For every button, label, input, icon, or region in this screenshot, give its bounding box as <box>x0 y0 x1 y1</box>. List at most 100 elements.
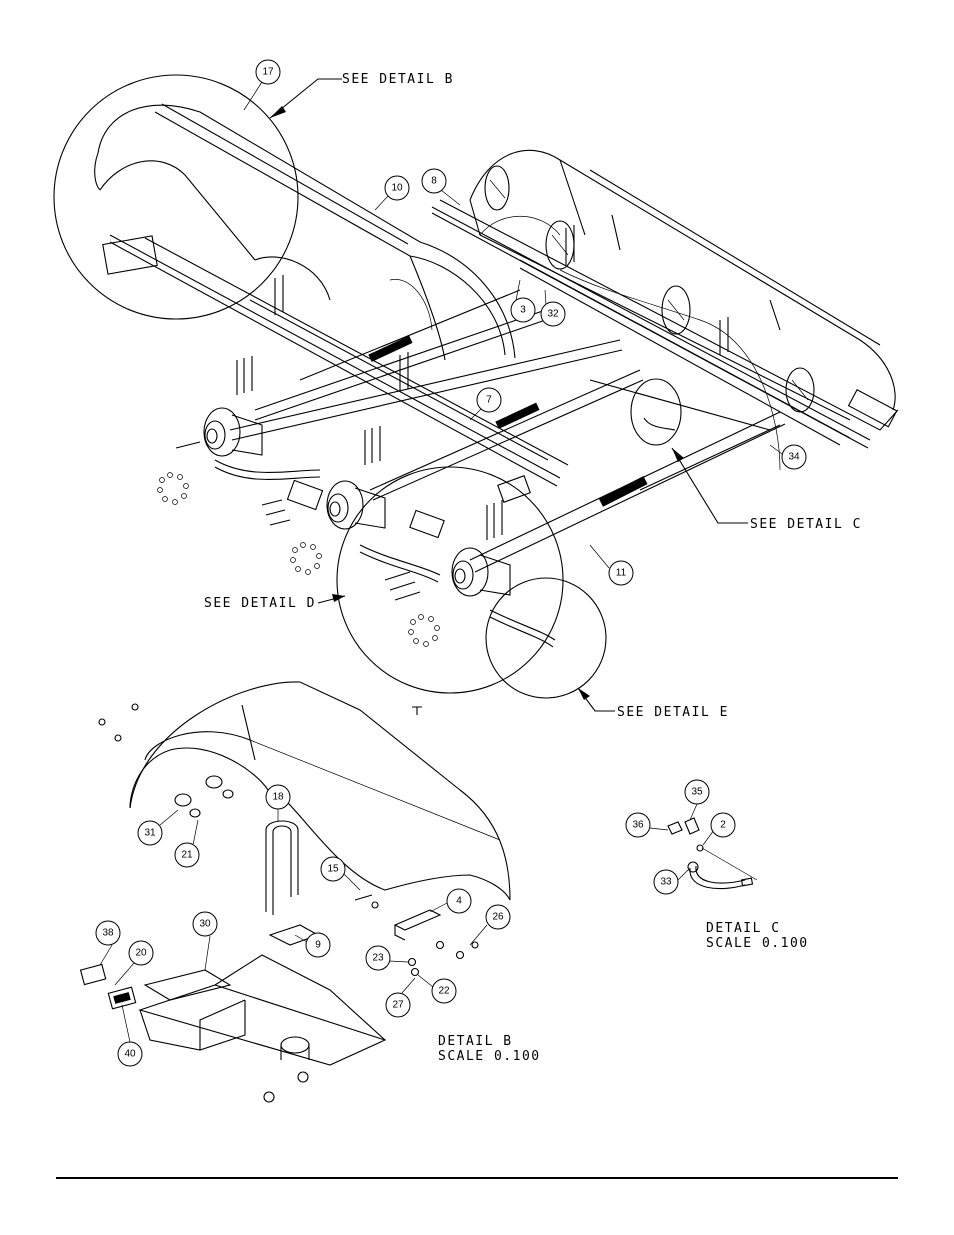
see-detail-c-note: SEE DETAIL C <box>750 517 862 532</box>
spring-hangers <box>286 475 531 539</box>
callout-4: 4 <box>446 888 472 914</box>
leaf-springs <box>214 459 556 648</box>
callout-circle <box>137 820 163 846</box>
see-detail-e-note: SEE DETAIL E <box>617 705 729 720</box>
detail-b-title: DETAIL B <box>438 1034 513 1049</box>
callout-label: 9 <box>315 940 321 951</box>
brake-wire <box>559 269 781 471</box>
callout-3: 3 <box>510 297 536 323</box>
callout-label: 32 <box>547 309 559 320</box>
callout-23: 23 <box>365 945 391 971</box>
callout-circle <box>608 560 634 586</box>
detail-c-title: DETAIL C <box>706 921 781 936</box>
left-fender <box>94 103 516 361</box>
detail-e-circle <box>485 577 607 699</box>
callout-26: 26 <box>485 904 511 930</box>
callout-circle <box>540 301 566 327</box>
callout-circle <box>265 784 291 810</box>
detail-b-scale: SCALE 0.100 <box>438 1049 541 1064</box>
detail-b <box>79 681 511 1103</box>
callout-circle <box>174 842 200 868</box>
callout-label: 3 <box>520 305 526 316</box>
callout-11: 11 <box>608 560 634 586</box>
callout-label: 31 <box>144 828 156 839</box>
callout-label: 8 <box>431 176 437 187</box>
callout-label: 30 <box>199 919 211 930</box>
callout-label: 10 <box>391 183 403 194</box>
notes: SEE DETAIL B SEE DETAIL C SEE DETAIL D S… <box>204 72 862 1064</box>
callout-label: 15 <box>327 864 339 875</box>
callout-circle <box>305 932 331 958</box>
callout-40: 40 <box>117 1041 143 1067</box>
callout-label: 23 <box>372 953 384 964</box>
hub-rear <box>451 547 511 597</box>
callout-circle <box>485 904 511 930</box>
callout-circle <box>117 1041 143 1067</box>
callout-22: 22 <box>431 978 457 1004</box>
callout-circle <box>625 812 651 838</box>
callout-15: 15 <box>320 856 346 882</box>
callout-label: 34 <box>788 452 800 463</box>
detail-leaders <box>269 78 748 712</box>
lug-nut-clusters <box>157 472 440 647</box>
callout-7: 7 <box>476 387 502 413</box>
callout-circle <box>192 911 218 937</box>
callout-21: 21 <box>174 842 200 868</box>
main-leaders <box>243 81 783 569</box>
callout-label: 26 <box>492 912 504 923</box>
callout-33: 33 <box>653 869 679 895</box>
callout-10: 10 <box>384 175 410 201</box>
right-wheels <box>484 165 815 413</box>
callout-label: 2 <box>720 820 726 831</box>
callout-18: 18 <box>265 784 291 810</box>
callout-circle <box>384 175 410 201</box>
callout-circle <box>781 444 807 470</box>
callout-label: 11 <box>616 568 627 579</box>
callout-20: 20 <box>128 940 154 966</box>
callout-label: 33 <box>660 877 672 888</box>
callout-label: 21 <box>181 850 193 861</box>
detail-c <box>649 803 758 890</box>
front-axle <box>229 335 623 441</box>
detail-c-scale: SCALE 0.100 <box>706 936 809 951</box>
callout-30: 30 <box>192 911 218 937</box>
callout-27: 27 <box>385 992 411 1018</box>
callout-circle <box>710 812 736 838</box>
callout-circle <box>653 869 679 895</box>
see-detail-d-note: SEE DETAIL D <box>204 596 316 611</box>
see-detail-b-note: SEE DETAIL B <box>342 72 454 87</box>
callout-circle <box>476 387 502 413</box>
callout-circle <box>684 779 710 805</box>
callout-label: 36 <box>632 820 644 831</box>
callout-9: 9 <box>305 932 331 958</box>
u-bolts <box>236 225 729 540</box>
callout-label: 20 <box>135 948 147 959</box>
right-fender <box>469 149 896 421</box>
callout-35: 35 <box>684 779 710 805</box>
callout-label: 38 <box>102 928 114 939</box>
callout-8: 8 <box>421 168 447 194</box>
callout-label: 18 <box>272 792 284 803</box>
hub-middle <box>326 480 386 530</box>
callout-circle <box>320 856 346 882</box>
callout-34: 34 <box>781 444 807 470</box>
main-assembly <box>53 74 899 699</box>
callout-circle <box>431 978 457 1004</box>
detail-c-circle <box>630 378 682 446</box>
left-frame-rail <box>102 234 569 487</box>
callout-label: 4 <box>456 896 462 907</box>
callout-label: 35 <box>691 787 703 798</box>
callout-2: 2 <box>710 812 736 838</box>
callout-label: 22 <box>438 986 450 997</box>
callout-circle <box>446 888 472 914</box>
detail-b-leaders <box>99 809 488 1043</box>
loose-bolts <box>175 441 421 601</box>
callout-circle <box>421 168 447 194</box>
callout-38: 38 <box>95 920 121 946</box>
callout-label: 7 <box>486 395 492 406</box>
callout-label: 40 <box>124 1049 136 1060</box>
callout-circle <box>128 940 154 966</box>
hub-drums <box>203 407 511 597</box>
